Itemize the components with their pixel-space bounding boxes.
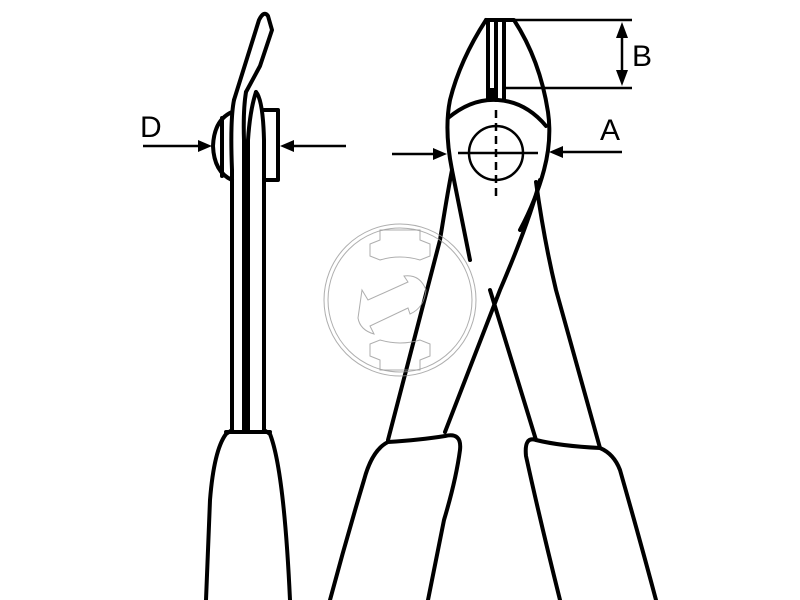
front-view-jaw-block <box>486 88 494 100</box>
dimension-label-b: B <box>632 40 652 73</box>
front-view-left-arm-outer <box>386 168 454 442</box>
dimension-b-arrow-top <box>616 22 628 38</box>
side-view-handle <box>204 428 292 600</box>
front-view-right-handle <box>523 437 658 600</box>
dimension-a-arrow-left-head <box>433 148 447 160</box>
dimension-d-arrow-left-head <box>198 140 212 152</box>
front-view-right-arm-outer <box>534 180 602 450</box>
dimension-label-a: A <box>600 114 620 147</box>
side-view-tip <box>232 11 274 102</box>
side-view-shaft-middle <box>246 90 258 432</box>
front-view: B A <box>328 18 658 600</box>
front-view-head-outline-left <box>445 18 488 262</box>
dimension-b-arrow-bottom <box>616 70 628 86</box>
watermark-logo-icon <box>323 223 477 377</box>
front-view-joint-arch <box>446 97 548 128</box>
dimension-d-arrow-right-head <box>280 140 294 152</box>
side-view: D <box>140 11 346 600</box>
dimension-label-d: D <box>140 111 162 144</box>
side-view-shaft-left <box>229 98 236 432</box>
front-view-left-handle <box>328 433 463 600</box>
side-view-rivet-nut <box>262 108 280 182</box>
dimension-a-arrow-right-head <box>549 146 563 158</box>
side-view-shaft-inner <box>241 90 248 432</box>
side-view-shaft-right <box>254 90 266 432</box>
front-view-right-arm-inner <box>488 288 538 442</box>
